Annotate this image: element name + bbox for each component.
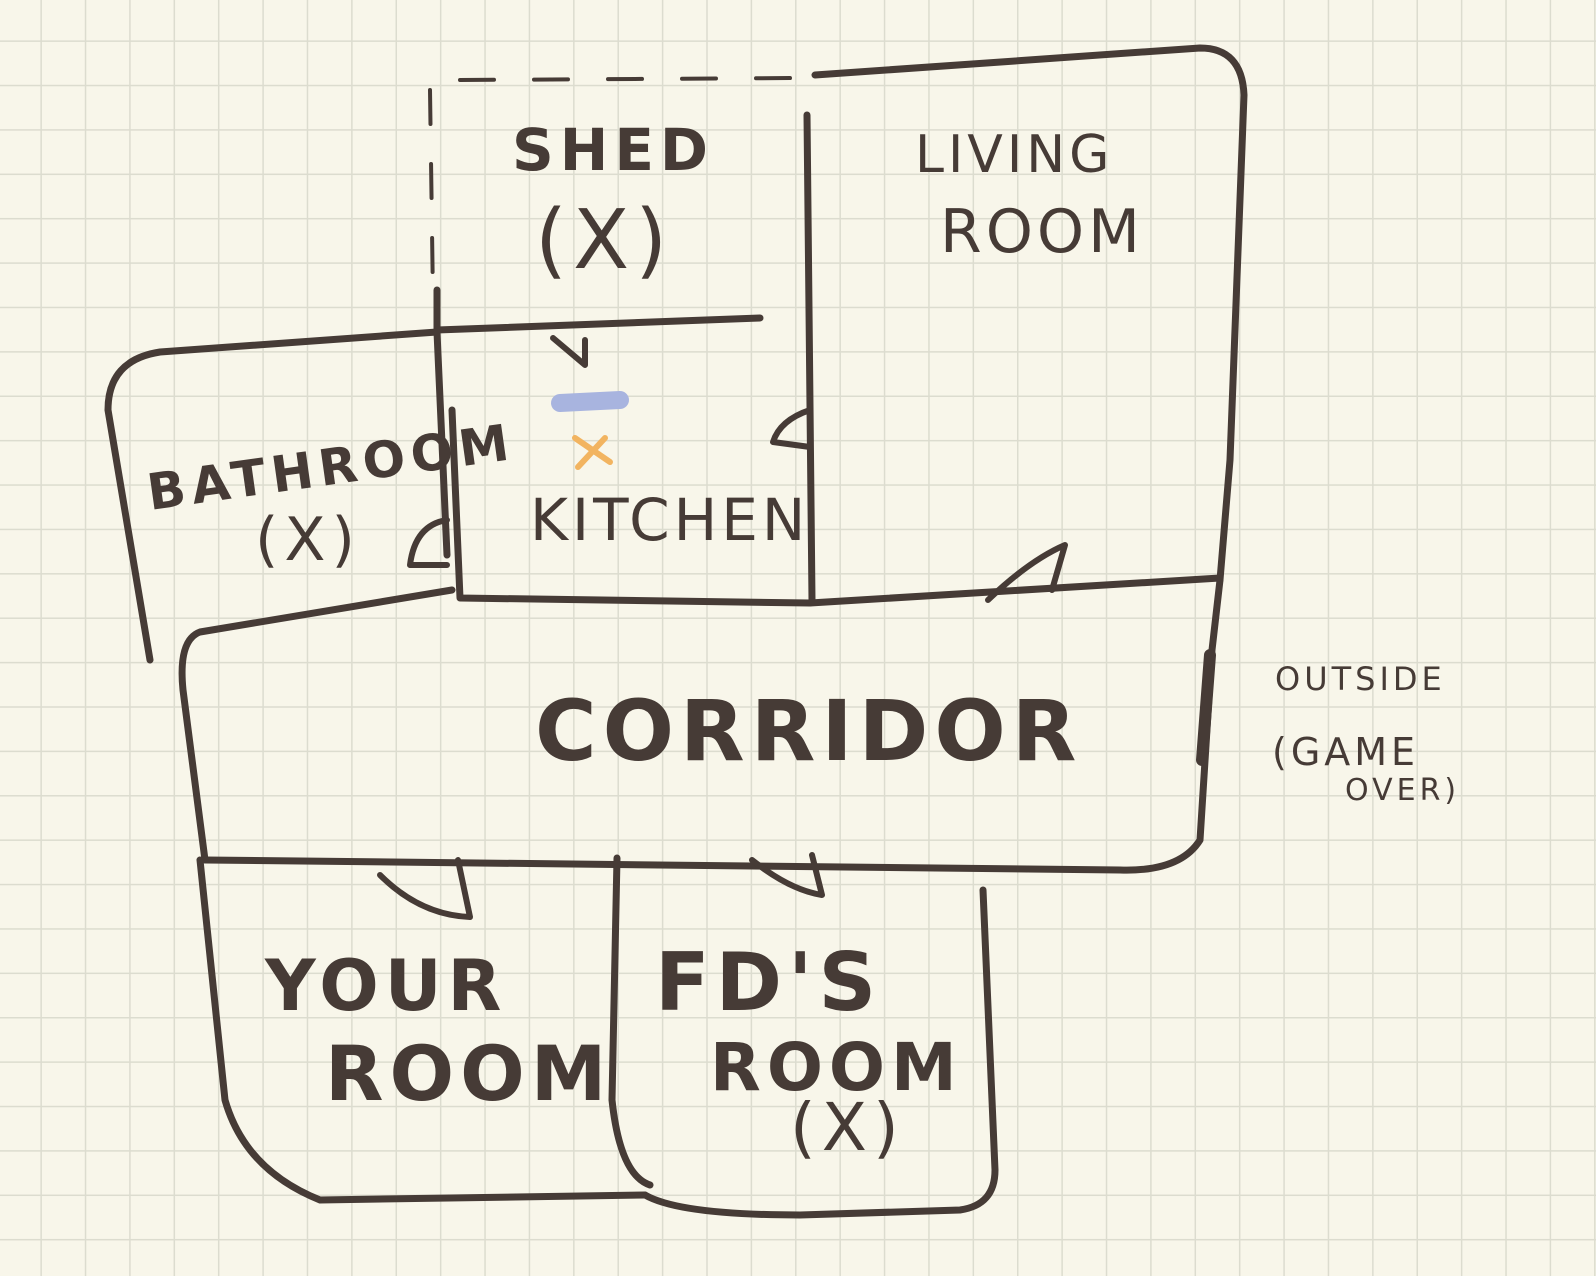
shed-outline	[428, 76, 802, 302]
fds-room-label-line1: FD'S	[655, 936, 882, 1029]
kitchen-item-marker	[551, 391, 629, 412]
your-room-walls	[196, 854, 654, 1204]
fds-room-mark: (X)	[790, 1089, 905, 1166]
outside-label-line1: OUTSIDE	[1275, 660, 1446, 698]
shed-label: SHED	[512, 116, 714, 184]
outside-label-line3: OVER)	[1345, 773, 1460, 808]
corridor-label: CORRIDOR	[535, 682, 1083, 780]
living-room-label-line1: LIVING	[915, 125, 1113, 185]
corridor-walls	[178, 574, 1224, 874]
your-room-label-line2: ROOM	[325, 1029, 612, 1118]
player-marker-icon	[572, 435, 613, 470]
living-room-walls	[803, 44, 1248, 604]
kitchen-walls	[448, 406, 814, 607]
fds-room-label-line2: ROOM	[710, 1029, 963, 1106]
fds-room-walls	[641, 886, 999, 1219]
shed-mark: (X)	[535, 193, 673, 288]
door-swings	[377, 335, 1068, 920]
kitchen-label: KITCHEN	[530, 486, 809, 554]
living-room-label-line2: ROOM	[940, 197, 1144, 267]
bathroom-mark: (X)	[255, 505, 361, 575]
your-room-label-line1: YOUR	[264, 945, 507, 1027]
outside-label-line2: (GAME	[1272, 730, 1419, 774]
exit-door	[1196, 649, 1216, 766]
kitchen-top-wall	[433, 314, 764, 334]
